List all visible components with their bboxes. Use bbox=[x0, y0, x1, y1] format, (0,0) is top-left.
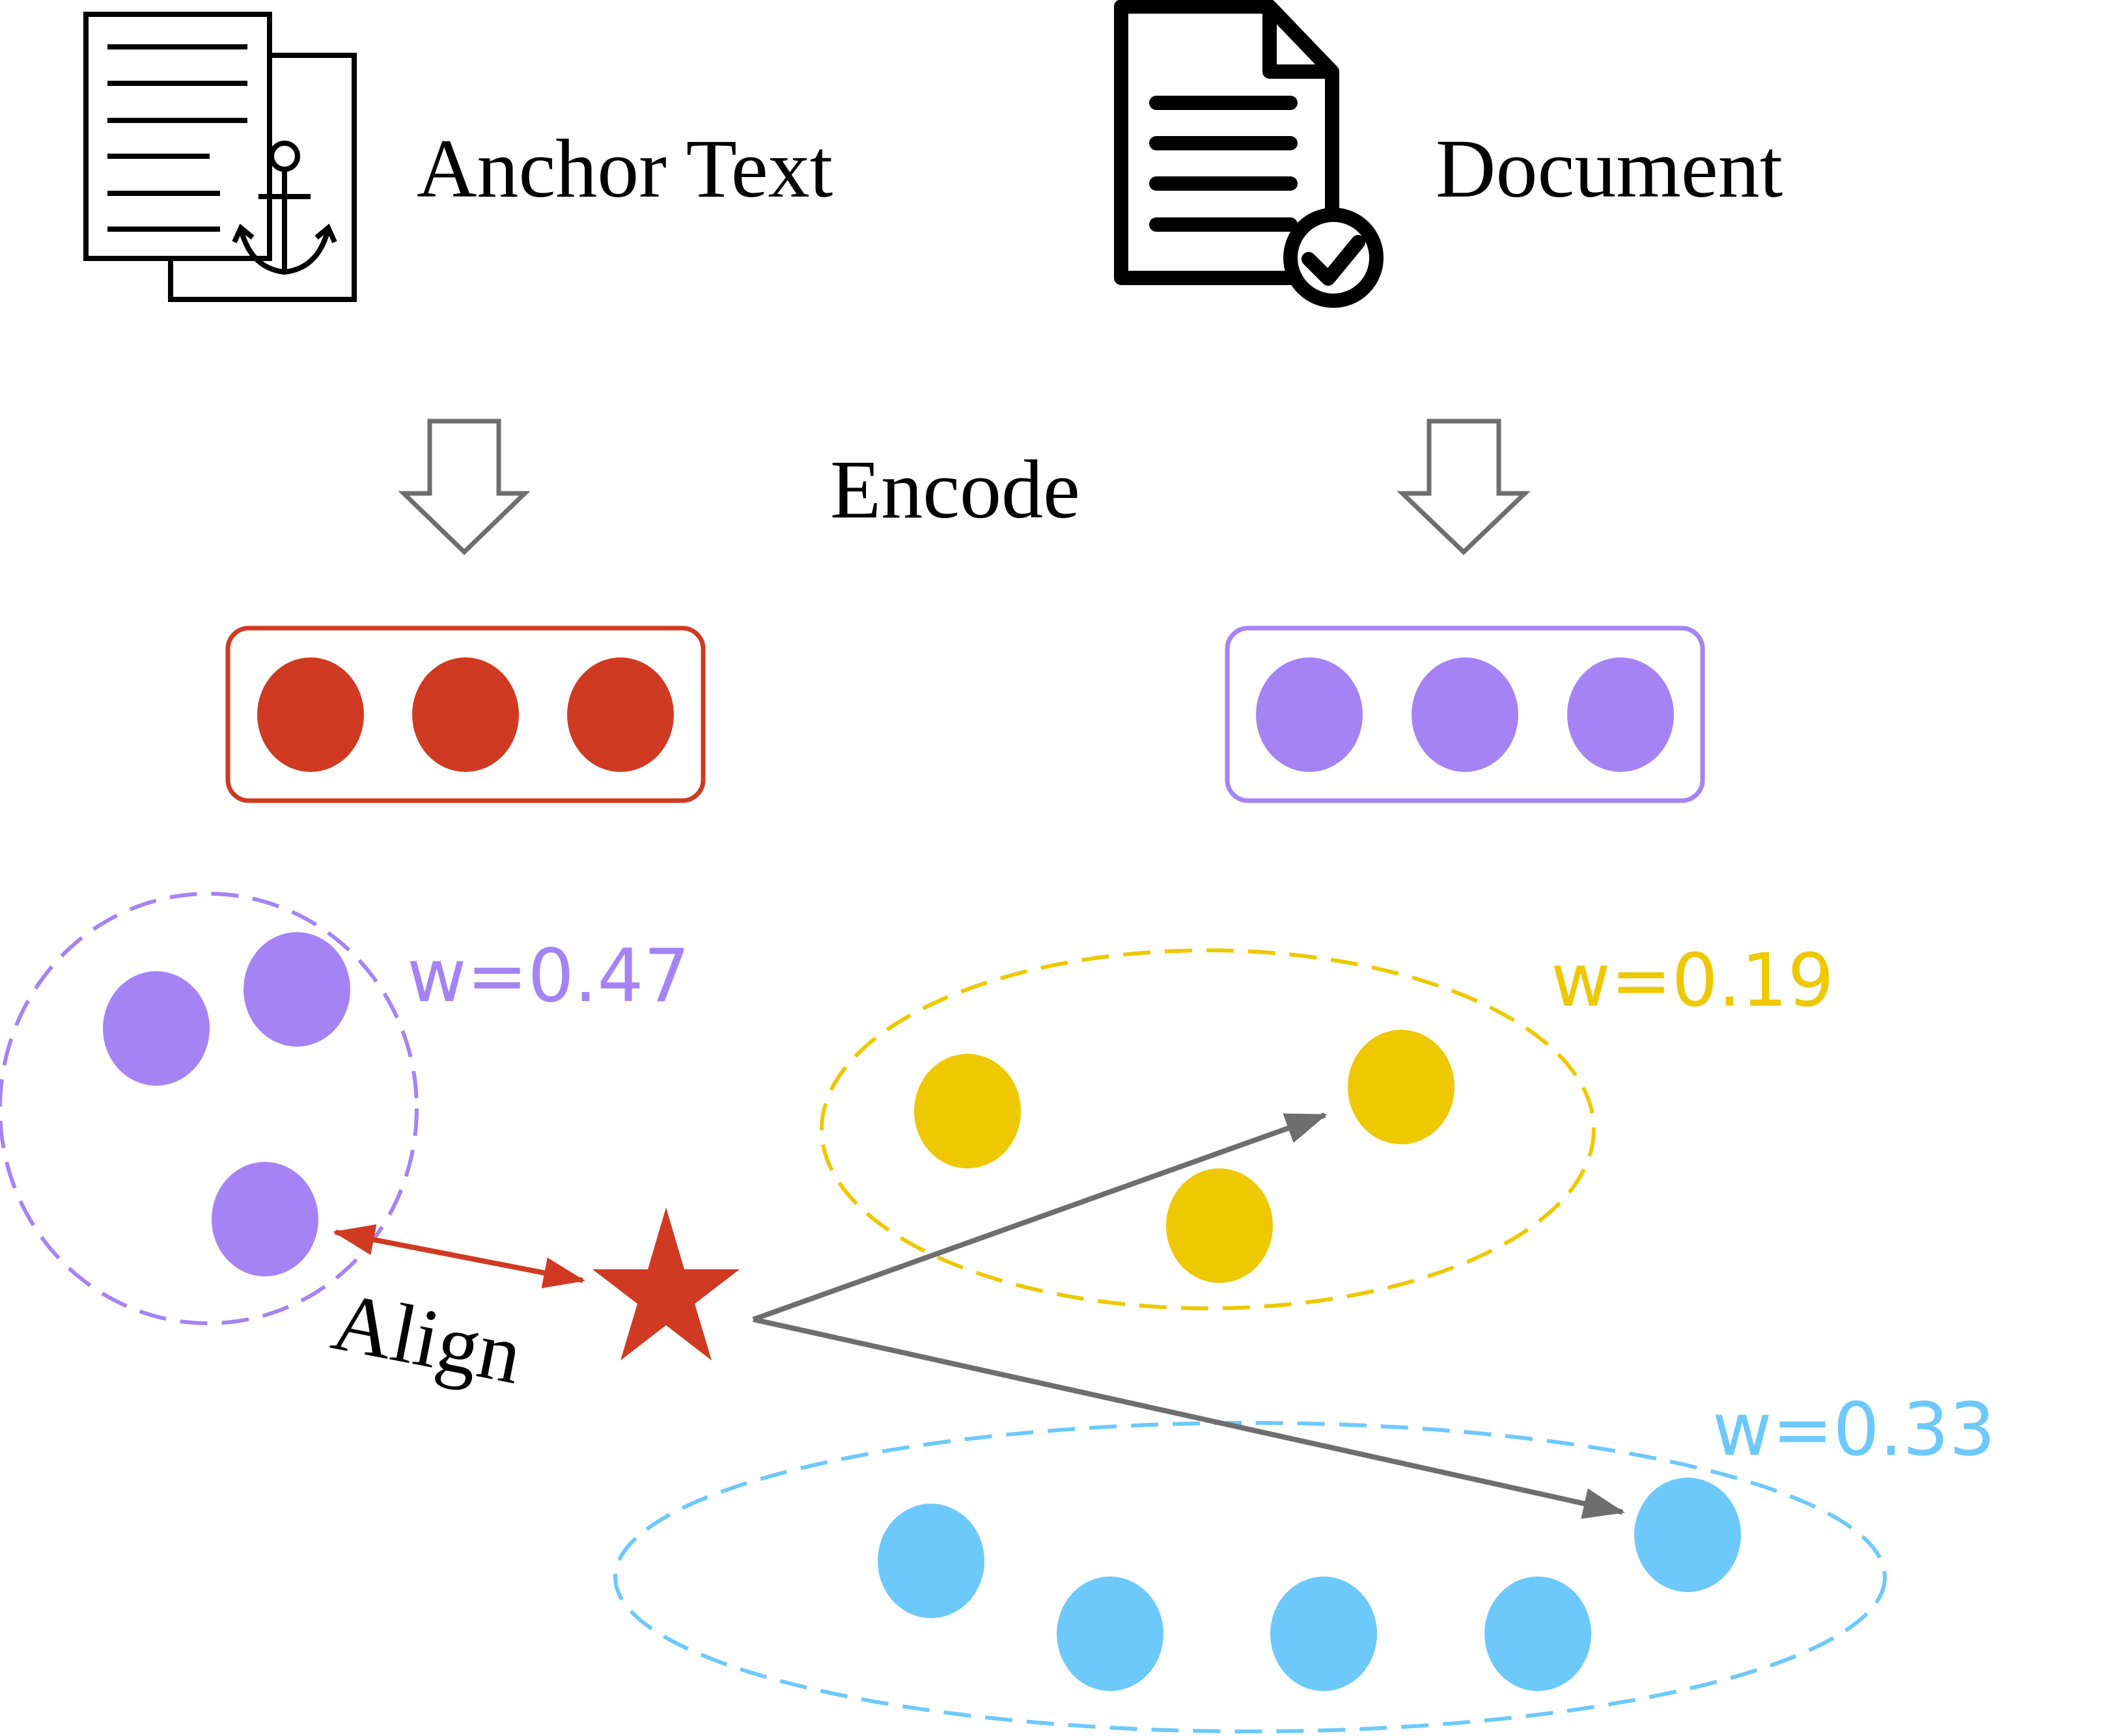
cluster-point bbox=[1270, 1577, 1377, 1691]
cluster-point bbox=[878, 1504, 984, 1618]
document-embedding-dot bbox=[1256, 657, 1363, 772]
down-arrow-outline-icon bbox=[398, 419, 531, 555]
arrow-to-yellow-cluster bbox=[752, 1112, 1328, 1322]
cluster-point bbox=[212, 1162, 318, 1276]
document-embedding-dot bbox=[1567, 657, 1674, 772]
align-label: Align bbox=[326, 1274, 529, 1401]
anchor-text-label: Anchor Text bbox=[417, 122, 833, 215]
blue-weight-label: w=0.33 bbox=[1712, 1388, 1996, 1472]
cluster-point bbox=[103, 971, 210, 1086]
star-icon bbox=[592, 1207, 740, 1360]
cluster-point bbox=[244, 932, 350, 1047]
document-embedding-vector bbox=[1225, 626, 1705, 803]
anchor-embedding-dot bbox=[412, 657, 519, 772]
cluster-point bbox=[914, 1054, 1021, 1168]
document-embedding-dot bbox=[1412, 657, 1518, 772]
yellow-cluster bbox=[820, 948, 1596, 1310]
document-check-icon bbox=[1114, 0, 1384, 308]
cluster-point bbox=[1484, 1577, 1591, 1691]
anchor-document-icon bbox=[83, 12, 357, 302]
anchor-embedding-dot bbox=[567, 657, 674, 772]
document-label: Document bbox=[1436, 122, 1783, 215]
down-arrow-outline-icon bbox=[1397, 419, 1531, 555]
anchor-embedding-vector bbox=[225, 626, 706, 803]
align-arrow bbox=[333, 1224, 585, 1289]
cluster-point bbox=[1634, 1478, 1741, 1592]
cluster-point bbox=[1166, 1168, 1273, 1283]
arrow-to-blue-cluster bbox=[753, 1317, 1625, 1519]
encode-label: Encode bbox=[830, 443, 1080, 536]
blue-cluster bbox=[613, 1421, 1887, 1733]
purple-weight-label: w=0.47 bbox=[407, 934, 690, 1019]
anchor-embedding-dot bbox=[257, 657, 364, 772]
cluster-point bbox=[1057, 1577, 1163, 1691]
purple-cluster bbox=[0, 892, 419, 1325]
cluster-point bbox=[1348, 1030, 1455, 1144]
yellow-weight-label: w=0.19 bbox=[1551, 939, 1834, 1023]
